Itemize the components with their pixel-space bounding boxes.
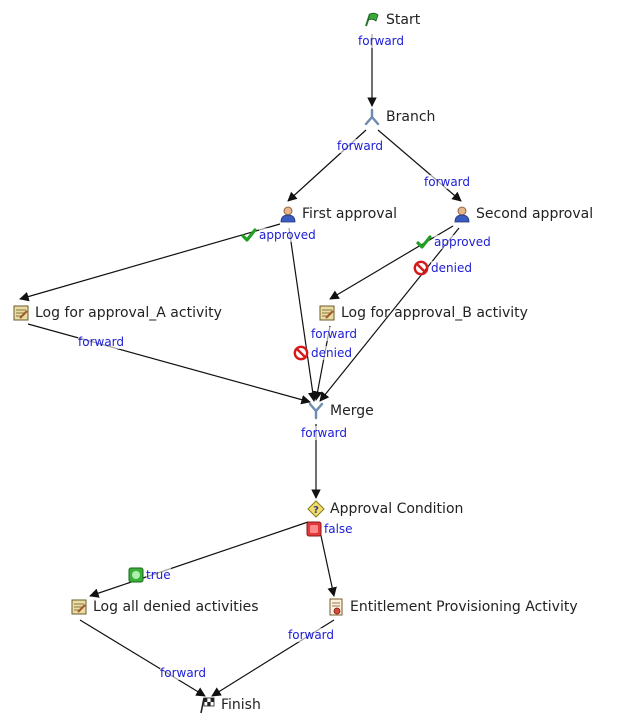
edge-second-logb <box>329 225 454 300</box>
edge-label-text: forward <box>288 628 335 642</box>
edge-label-start-forward[interactable]: forward <box>358 34 405 48</box>
edge-label-text: denied <box>431 261 472 275</box>
edge-label-merge-forward[interactable]: forward <box>301 426 348 440</box>
edge-label-first-denied[interactable]: denied <box>293 345 352 361</box>
node-entitlement-provisioning[interactable]: Entitlement Provisioning Activity <box>327 598 578 616</box>
merge-icon <box>307 402 325 420</box>
edge-label-first-approved[interactable]: approved <box>241 227 316 243</box>
branch-icon <box>363 108 381 126</box>
edge-label-logall-forward[interactable]: forward <box>160 666 207 680</box>
true-icon <box>128 567 144 583</box>
edge-label-text: approved <box>434 235 491 249</box>
node-merge[interactable]: Merge <box>307 402 374 420</box>
edge-label-text: forward <box>337 139 384 153</box>
edge-first-loga <box>19 223 281 302</box>
node-finish-label: Finish <box>221 697 261 713</box>
edge-label-entitlement-forward[interactable]: forward <box>288 628 335 642</box>
provisioning-icon <box>327 598 345 616</box>
edge-label-text: forward <box>78 335 125 349</box>
edge-label-text: approved <box>259 228 316 242</box>
node-start-label: Start <box>386 12 421 28</box>
edge-label-condition-true[interactable]: true <box>128 567 171 583</box>
finish-flag-icon <box>198 696 216 714</box>
edge-label-branch-forward-left[interactable]: forward <box>337 139 384 153</box>
node-merge-label: Merge <box>330 403 374 419</box>
denied-icon <box>293 345 309 361</box>
edge-label-second-approved[interactable]: approved <box>416 234 491 250</box>
node-log-all-denied[interactable]: Log all denied activities <box>70 598 259 616</box>
node-branch[interactable]: Branch <box>363 108 435 126</box>
start-flag-icon <box>363 11 381 29</box>
node-second-approval-label: Second approval <box>476 206 594 222</box>
edge-label-condition-false[interactable]: false <box>306 521 353 537</box>
edge-first-merge <box>288 227 318 402</box>
node-log-approval-b[interactable]: Log for approval_B activity <box>318 304 528 322</box>
edge-loga-merge <box>27 323 311 405</box>
edge-label-branch-forward-right[interactable]: forward <box>424 175 471 189</box>
node-entitlement-provisioning-label: Entitlement Provisioning Activity <box>350 599 578 615</box>
node-approval-condition[interactable]: ? Approval Condition <box>307 500 463 518</box>
log-activity-icon <box>70 598 88 616</box>
node-first-approval-label: First approval <box>302 206 398 222</box>
edge-label-text: forward <box>358 34 405 48</box>
svg-text:?: ? <box>313 505 319 516</box>
node-branch-label: Branch <box>386 109 436 125</box>
edge-second-merge <box>319 227 460 402</box>
edge-label-text: forward <box>424 175 471 189</box>
node-log-approval-b-label: Log for approval_B activity <box>341 305 528 321</box>
node-approval-condition-label: Approval Condition <box>330 501 464 517</box>
denied-icon <box>413 260 429 276</box>
condition-icon: ? <box>307 500 325 518</box>
edge-label-text: denied <box>311 346 352 360</box>
edge-label-text: false <box>324 522 353 536</box>
edge-label-loga-forward[interactable]: forward <box>78 335 125 349</box>
false-icon <box>306 521 322 537</box>
edge-branch-second <box>377 129 462 202</box>
edge-cond-logall <box>89 521 309 598</box>
check-icon <box>241 227 257 243</box>
node-start[interactable]: Start <box>363 11 420 29</box>
node-log-approval-a-label: Log for approval_A activity <box>35 305 222 321</box>
edge-label-text: forward <box>301 426 348 440</box>
edge-label-second-denied[interactable]: denied <box>413 260 472 276</box>
user-approval-icon <box>453 205 471 223</box>
user-approval-icon <box>279 205 297 223</box>
edge-logall-finish <box>79 619 206 697</box>
check-icon <box>416 234 432 250</box>
log-activity-icon <box>12 304 30 322</box>
node-first-approval[interactable]: First approval <box>279 205 397 223</box>
edge-label-logb-forward[interactable]: forward <box>311 327 358 341</box>
edge-label-text: true <box>146 568 171 582</box>
log-activity-icon <box>318 304 336 322</box>
node-second-approval[interactable]: Second approval <box>453 205 593 223</box>
node-log-approval-a[interactable]: Log for approval_A activity <box>12 304 222 322</box>
node-log-all-denied-label: Log all denied activities <box>93 599 259 615</box>
node-finish[interactable]: Finish <box>198 696 261 714</box>
edge-label-text: forward <box>311 327 358 341</box>
edge-label-text: forward <box>160 666 207 680</box>
